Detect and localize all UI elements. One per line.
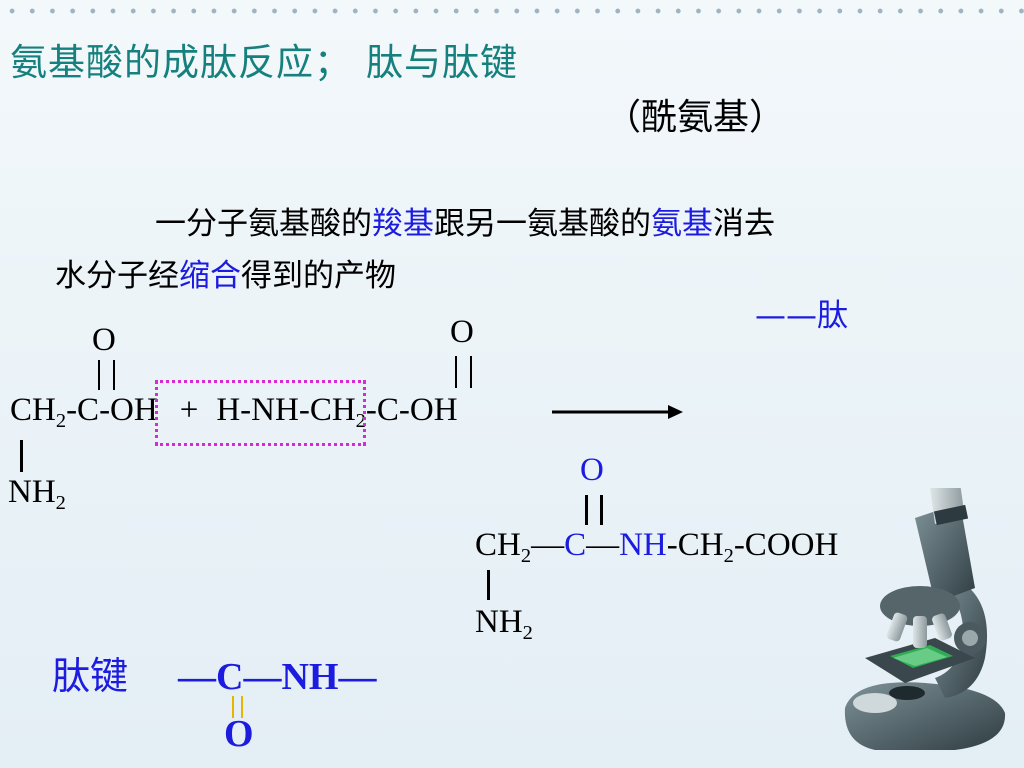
p-dash2: — bbox=[586, 527, 620, 563]
peptide-bond-label: 肽键 bbox=[52, 654, 129, 698]
product-double-bond-b bbox=[600, 495, 603, 525]
def-text-3: 消去 bbox=[713, 206, 775, 242]
p-sub1: 2 bbox=[520, 545, 532, 568]
subtitle: （酰氨基） bbox=[605, 97, 786, 138]
product-equation: CH2—C—NH-CH2-COOH bbox=[475, 527, 839, 568]
def-text-2: 跟另一氨基酸的 bbox=[434, 206, 651, 242]
reactant1-double-bond-b bbox=[113, 360, 115, 390]
def-carboxyl: 羧基 bbox=[372, 206, 434, 242]
definition-line-1: 一分子氨基酸的羧基跟另一氨基酸的氨基消去 bbox=[155, 198, 775, 243]
plus-sign: + bbox=[179, 392, 199, 428]
product-amine: NH2 bbox=[475, 604, 533, 645]
peptide-double-bond-a bbox=[232, 696, 234, 718]
def-text-4: 水分子经 bbox=[55, 258, 179, 294]
peptide-bond-oxygen: O bbox=[224, 713, 254, 755]
p-nh: NH bbox=[619, 527, 667, 563]
r2-hnhch: H-NH-CH bbox=[216, 392, 356, 428]
r1-nh: NH bbox=[8, 474, 56, 510]
reactant1-amine: NH2 bbox=[8, 474, 66, 515]
product-oxygen: O bbox=[580, 452, 604, 488]
reactant2-double-bond-a bbox=[455, 356, 457, 388]
top-dot-border bbox=[0, 0, 1024, 22]
def-text-5: 得到的产物 bbox=[241, 258, 396, 294]
title-part-2: 肽与肽键 bbox=[366, 41, 518, 84]
reactant1-amine-bond bbox=[20, 440, 23, 472]
p-tail-b: -COOH bbox=[733, 527, 839, 563]
p-dash1: — bbox=[531, 527, 565, 563]
reactant2-oxygen: O bbox=[450, 314, 474, 350]
microscope-icon bbox=[844, 488, 1006, 750]
product-double-bond-a bbox=[585, 495, 588, 525]
r1-nh-sub: 2 bbox=[55, 492, 66, 515]
definition-term-peptide: ——肽 bbox=[755, 298, 848, 334]
definition-line-2: 水分子经缩合得到的产物 bbox=[55, 250, 396, 295]
reaction-arrow bbox=[552, 405, 683, 419]
peptide-double-bond-b bbox=[241, 696, 243, 718]
def-text-1: 一分子氨基酸的 bbox=[155, 206, 372, 242]
peptide-bond-formula: —C—NH— bbox=[178, 656, 377, 698]
product-amine-bond bbox=[487, 570, 490, 600]
page-title: 氨基酸的成肽反应； 肽与肽键 bbox=[10, 32, 518, 86]
reactant1-oxygen: O bbox=[92, 322, 116, 358]
def-amino: 氨基 bbox=[651, 206, 713, 242]
p-carbon: C bbox=[564, 527, 587, 563]
r1-sub: 2 bbox=[55, 410, 67, 433]
p-nh2-sub: 2 bbox=[522, 622, 533, 645]
reactant-equation: CH2-C-OH+H-NH-CH2-C-OH bbox=[10, 392, 458, 433]
r2-sub: 2 bbox=[355, 410, 366, 433]
r1-ch: CH bbox=[10, 392, 56, 428]
p-nh2: NH bbox=[475, 604, 523, 640]
p-sub2: 2 bbox=[723, 545, 734, 568]
reactant2-double-bond-b bbox=[470, 356, 472, 388]
def-condensation: 缩合 bbox=[179, 258, 241, 294]
p-ch: CH bbox=[475, 527, 521, 563]
r2-coh: -C-OH bbox=[365, 392, 458, 428]
title-part-1: 氨基酸的成肽反应； bbox=[10, 41, 352, 84]
p-tail-a: -CH bbox=[666, 527, 724, 563]
reactant1-double-bond-a bbox=[98, 360, 100, 390]
r1-coh: -C-OH bbox=[66, 392, 158, 428]
water-removal-box bbox=[155, 380, 366, 446]
